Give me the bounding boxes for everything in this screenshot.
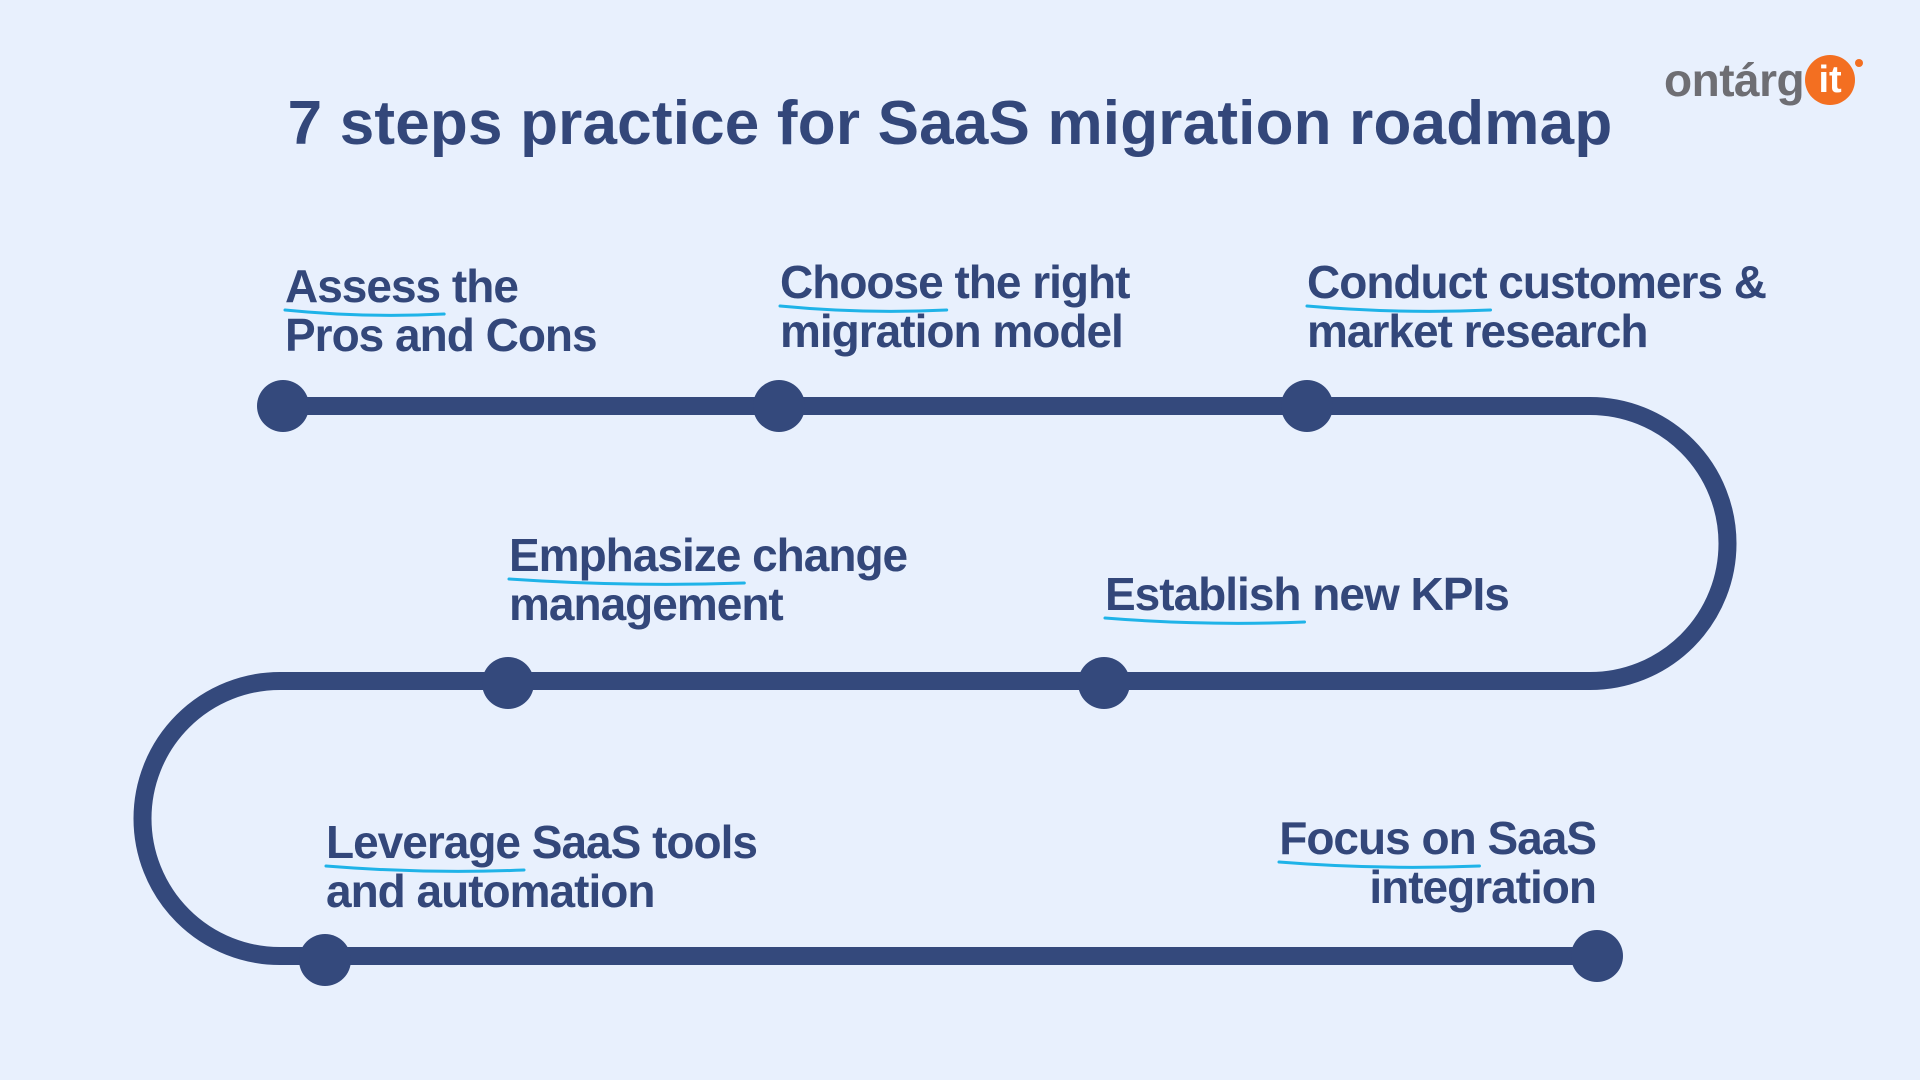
step-1-line-2: Pros and Cons — [285, 309, 598, 361]
logo-badge: it — [1805, 55, 1864, 105]
step-6-rest: SaaS tools — [520, 816, 758, 868]
step-7-line-2: integration — [1369, 861, 1597, 913]
step-3-highlight: Conduct — [1307, 258, 1487, 307]
step-7-keyword: Focus on — [1279, 812, 1476, 864]
step-1-highlight: Assess — [285, 262, 440, 311]
step-2-rest: the right — [942, 256, 1130, 308]
step-7-label: Focus on SaaS integration — [1279, 812, 1597, 913]
step-6-label: Leverage SaaS tools and automation — [326, 816, 758, 917]
step-2-line-2: migration model — [780, 305, 1124, 357]
step-7-marker — [1571, 930, 1623, 982]
step-5-underline — [509, 576, 744, 588]
step-4-rest: new KPIs — [1300, 568, 1510, 620]
step-1-marker — [257, 380, 309, 432]
step-1-underline — [285, 307, 444, 319]
step-4-highlight: Establish — [1105, 570, 1301, 619]
step-7-highlight: Focus on — [1279, 814, 1475, 863]
step-5-line-1: Emphasize change — [509, 529, 908, 581]
step-1-line-1: Assess the — [285, 262, 597, 311]
step-4-label: Establish new KPIs — [1105, 568, 1510, 620]
step-2-marker — [753, 380, 805, 432]
step-6-line-2: and automation — [326, 865, 655, 917]
step-3-marker — [1281, 380, 1333, 432]
step-2-underline — [780, 303, 947, 315]
step-4-underline — [1105, 615, 1305, 627]
step-4-line-1: Establish new KPIs — [1105, 568, 1510, 620]
page-title: 7 steps practice for SaaS migration road… — [287, 89, 1613, 158]
brand-logo: ontárg it — [1664, 50, 1864, 110]
step-5-keyword: Emphasize — [509, 529, 741, 581]
step-4-keyword: Establish — [1105, 568, 1302, 620]
step-5-marker — [482, 657, 534, 709]
step-3-line-2: market research — [1307, 305, 1648, 357]
step-6-keyword: Leverage — [326, 816, 521, 868]
winding-road-line — [133, 397, 1737, 965]
step-3-label: Conduct customers & market research — [1307, 256, 1767, 357]
step-2-keyword: Choose — [780, 256, 944, 308]
step-6-line-1: Leverage SaaS tools — [326, 816, 758, 868]
step-6-highlight: Leverage — [326, 818, 520, 867]
logo-badge-text: it — [1818, 59, 1842, 101]
step-5-label: Emphasize change management — [509, 529, 908, 630]
step-3-rest: customers & — [1486, 256, 1767, 308]
step-1-rest: the — [440, 260, 519, 312]
step-2-line-1: Choose the right — [780, 256, 1130, 308]
step-3-underline — [1307, 303, 1491, 315]
step-5-rest: change — [740, 529, 908, 581]
step-4-marker — [1078, 657, 1130, 709]
step-7-rest: SaaS — [1475, 812, 1597, 864]
step-2-highlight: Choose — [780, 258, 943, 307]
step-6-underline — [326, 863, 524, 875]
step-3-line-1: Conduct customers & — [1307, 256, 1767, 308]
logo-badge-dot — [1855, 59, 1864, 67]
step-5-highlight: Emphasize — [509, 531, 740, 580]
logo-wordmark: ontárg — [1664, 54, 1805, 106]
step-1-keyword: Assess — [285, 260, 441, 312]
step-6-marker — [299, 934, 351, 986]
step-1-label: Assess the Pros and Cons — [285, 262, 598, 361]
step-7-underline — [1279, 859, 1479, 871]
step-5-line-2: management — [509, 578, 784, 630]
step-2-label: Choose the right migration model — [780, 256, 1130, 357]
step-7-line-1: Focus on SaaS — [1279, 812, 1597, 864]
step-3-keyword: Conduct — [1307, 256, 1488, 308]
